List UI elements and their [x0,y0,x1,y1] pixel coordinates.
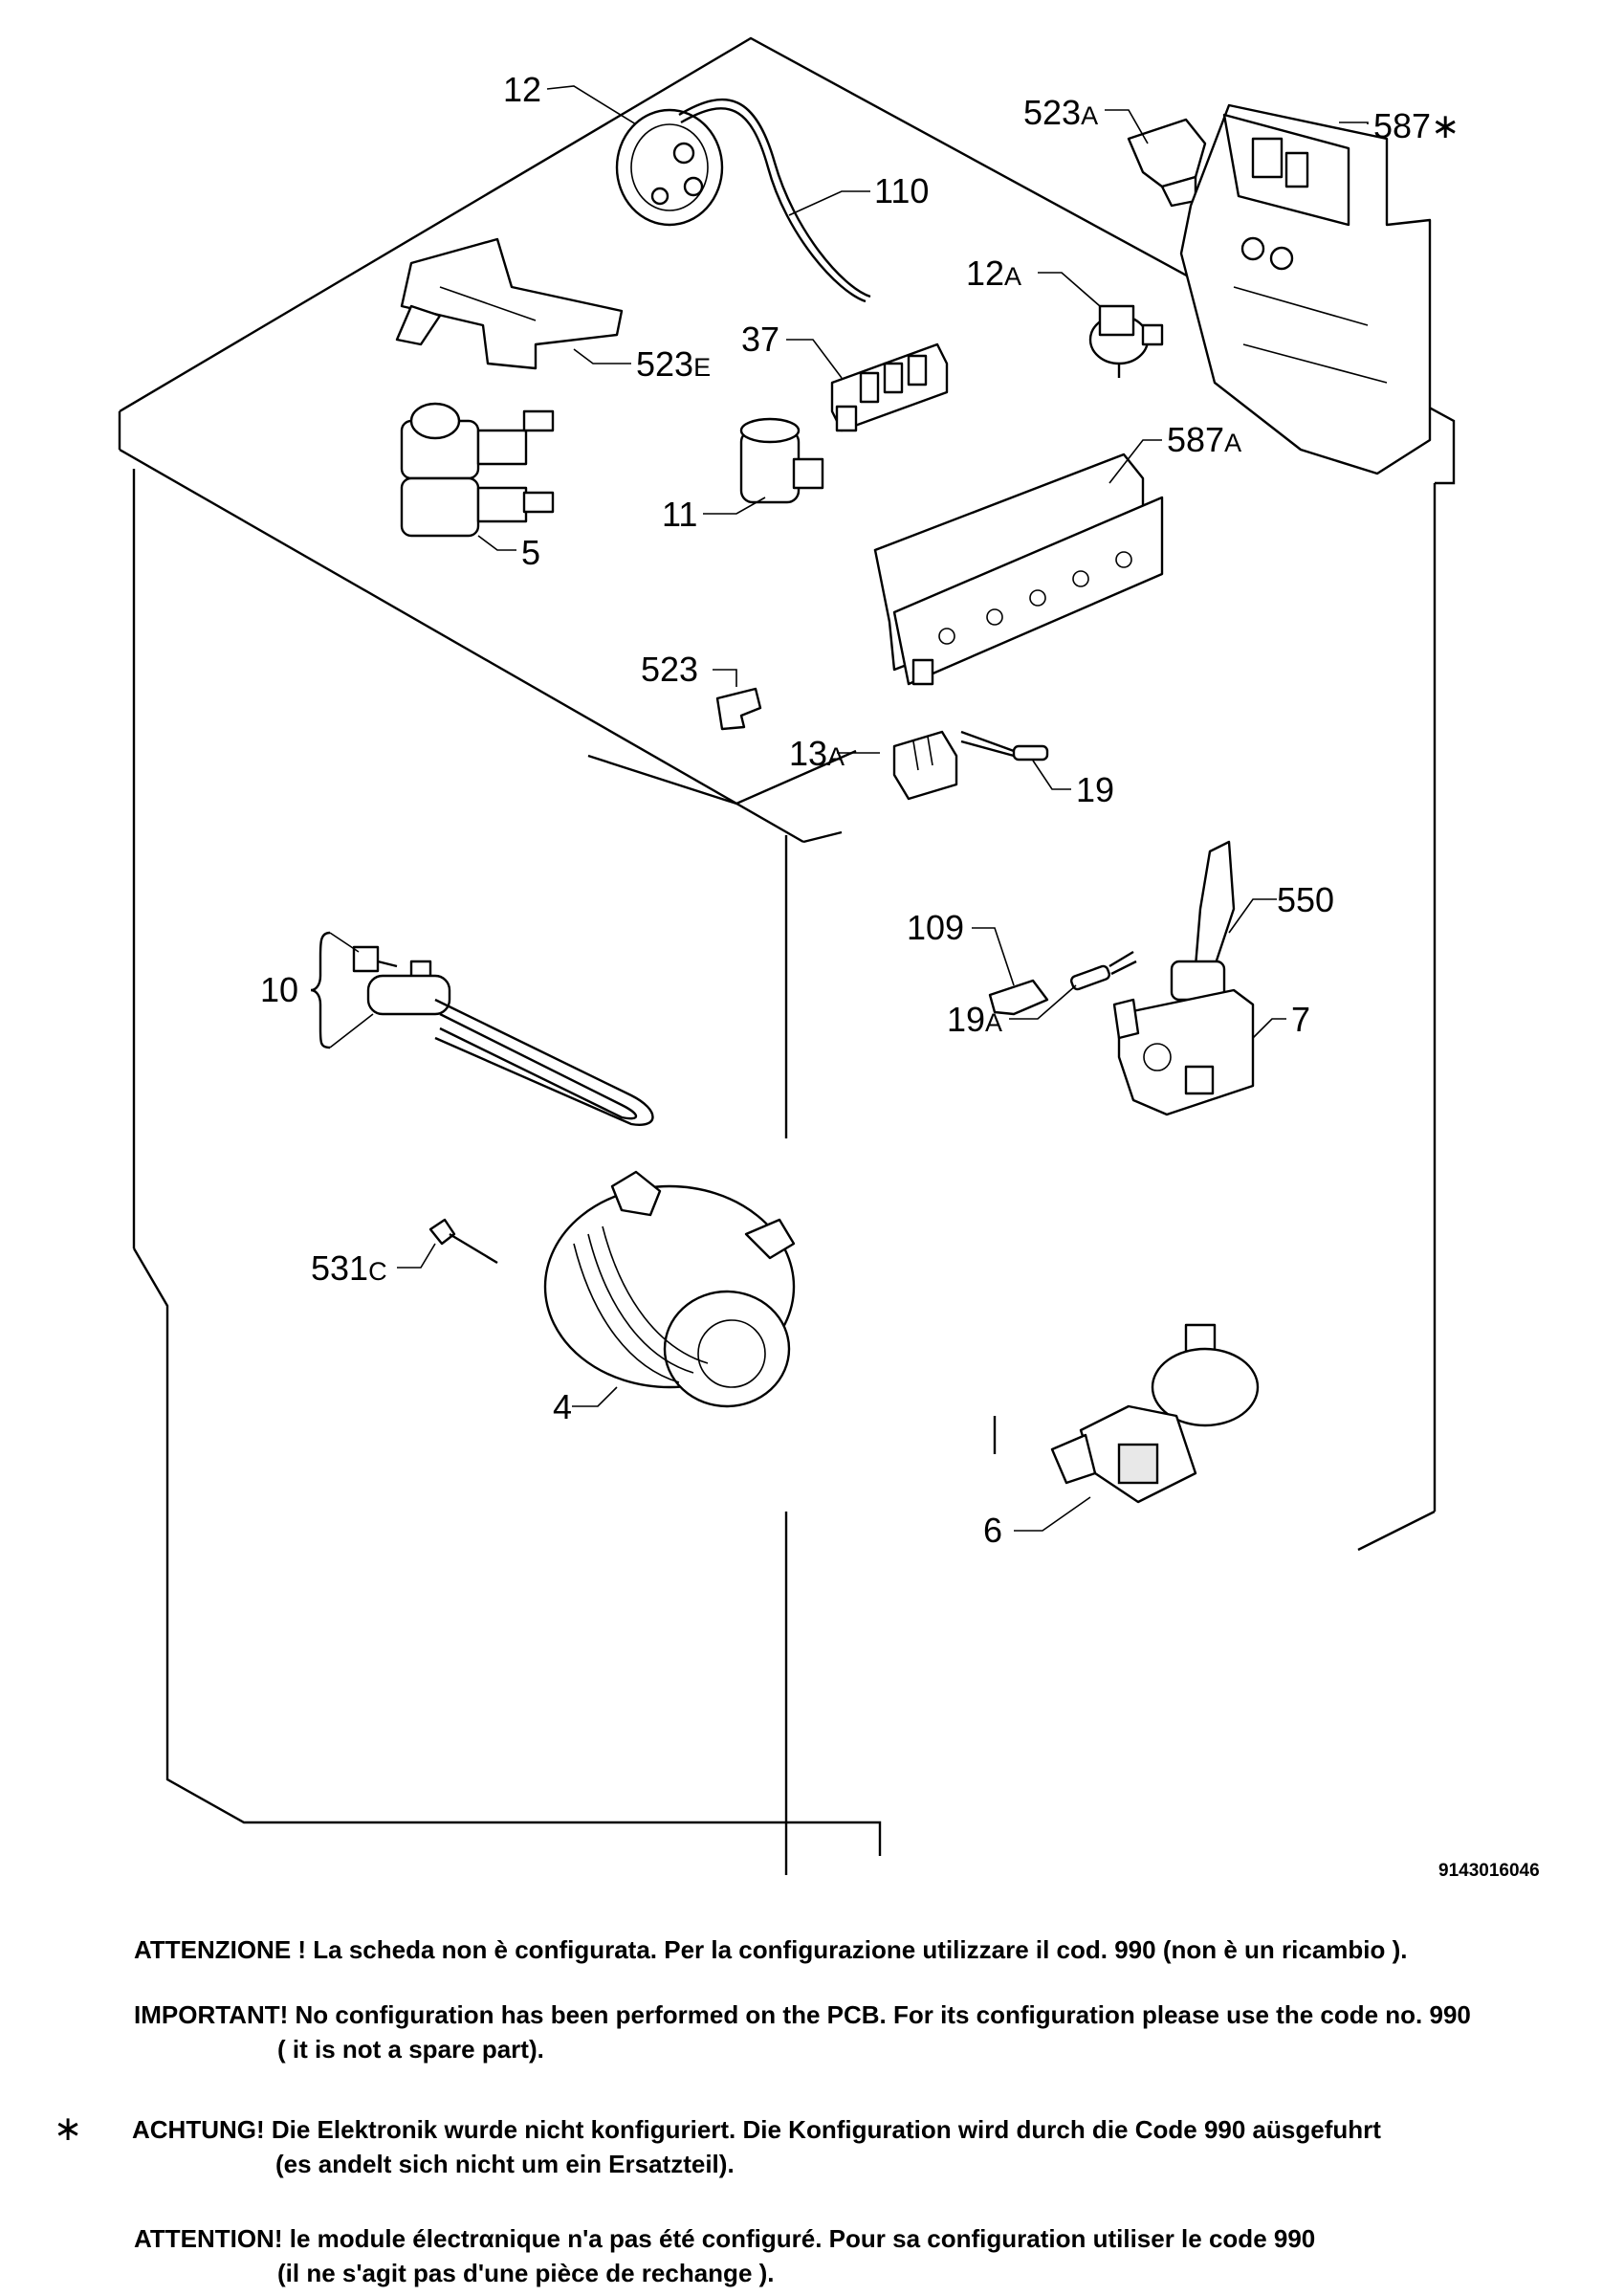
part-5-water-valve [400,402,555,538]
label-13A: 13A [789,734,845,773]
part-labels: 12 110 523A 587∗ 12A 37 523E 587A 11 5 5… [260,70,1459,1550]
note-german-line1: ACHTUNG! Die Elektronik wurde nicht konf… [132,2115,1381,2144]
label-531C: 531C [311,1248,387,1288]
exploded-parts-diagram: 12 110 523A 587∗ 12A 37 523E 587A 11 5 5… [118,36,1459,1875]
label-12A: 12A [966,254,1021,293]
document-code: 9143016046 [1438,1861,1540,1881]
label-11: 11 [662,495,697,534]
label-12: 12 [503,70,541,109]
label-523A: 523A [1023,93,1098,132]
note-german-line2: (es andelt sich nicht um ein Ersatzteil)… [275,2150,735,2178]
cabinet-outline [118,36,1456,1875]
label-587A: 587A [1167,420,1241,459]
part-6-drain-pump [1050,1323,1260,1504]
part-550-lever [1170,840,1236,1002]
part-7-door-lock [1112,988,1255,1116]
label-5: 5 [521,533,540,572]
part-587A-control-board [873,453,1164,686]
part-531C-bolt [428,1218,498,1265]
label-7: 7 [1291,1000,1310,1039]
part-587-star-main-pcb [1179,103,1432,475]
label-523E: 523E [636,344,711,384]
label-109: 109 [907,908,964,947]
asterisk-marker: ∗ [54,2109,83,2149]
part-110-hose [678,99,871,303]
label-523: 523 [641,650,698,689]
part-523-clip [715,687,762,731]
note-italian: ATTENZIONE ! La scheda non è configurata… [134,1932,1408,1967]
label-550: 550 [1277,880,1334,919]
part-37-terminal-block [830,342,949,432]
part-11-capacitor [739,417,824,504]
note-english-line2: ( it is not a spare part). [277,2035,544,2064]
note-italian-text: ATTENZIONE ! La scheda non è configurata… [134,1935,1408,1964]
label-4: 4 [553,1387,572,1426]
part-523A-connector [1127,118,1207,208]
label-6: 6 [983,1511,1002,1550]
part-13A-terminal [892,730,958,801]
label-19A: 19A [947,1000,1002,1039]
note-french-line2: (il ne s'agit pas d'une pièce de rechang… [277,2259,775,2287]
part-523E-bracket [395,237,624,370]
note-french: ATTENTION! le module électrαnique n'a pa… [134,2221,1315,2290]
note-french-line1: ATTENTION! le module électrαnique n'a pa… [134,2224,1316,2253]
label-587-star: 587∗ [1373,106,1459,145]
part-10-heating-element [352,945,654,1126]
part-109-cap [988,979,1049,1016]
part-19A-sensor [1070,950,1137,991]
part-4-motor [543,1170,796,1408]
part-12A-pressure-sensor [1088,304,1164,378]
leader-lines [310,85,1369,1532]
part-19-ntc-sensor [960,730,1049,762]
part-12-pressure-switch [615,108,724,227]
note-german: ACHTUNG! Die Elektronik wurde nicht konf… [132,2112,1381,2181]
label-37: 37 [741,320,779,359]
label-110: 110 [874,171,929,210]
note-english: IMPORTANT! No configuration has been per… [134,1998,1471,2066]
label-19: 19 [1076,770,1114,809]
label-10: 10 [260,970,298,1009]
note-english-line1: IMPORTANT! No configuration has been per… [134,2000,1471,2029]
